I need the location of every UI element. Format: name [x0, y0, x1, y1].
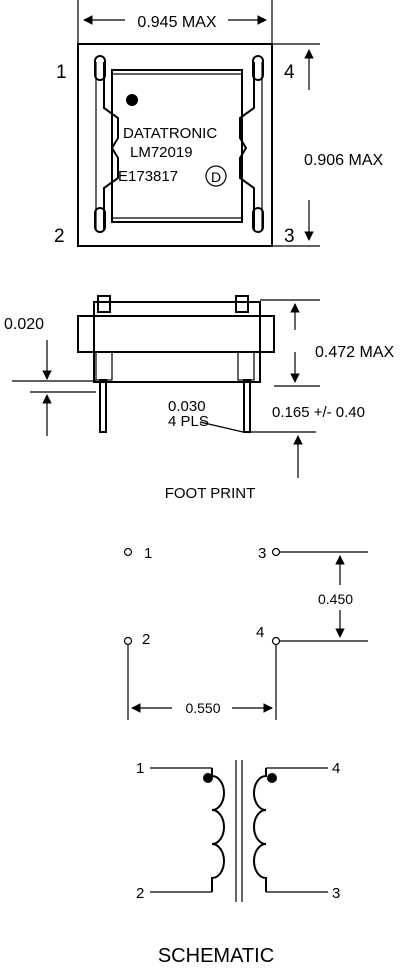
pin-count-label: 4 PLS	[168, 413, 209, 430]
footprint-view: FOOT PRINT 1 3 2 4 0.450 0.550	[123, 485, 368, 720]
secondary-winding	[253, 768, 267, 892]
footprint-hole-1	[123, 547, 133, 557]
secondary-dot	[267, 773, 277, 783]
schematic-pin-4-label: 4	[332, 760, 340, 777]
pin-diameter-label: 0.030	[168, 398, 206, 415]
part-number-marking: LM72019	[130, 144, 193, 161]
pin-tab-4	[252, 55, 264, 81]
pin-tab-2	[94, 207, 106, 233]
top-view-outline	[77, 43, 273, 247]
pin-tab-3	[252, 207, 264, 233]
side-view: 0.020 0.472 MAX 0.030 4 PLS 0.165 +/- 0.…	[4, 295, 394, 478]
polarity-dot	[126, 94, 138, 106]
side-pin-left	[99, 379, 107, 433]
date-code-marking: D	[211, 169, 221, 185]
left-clip	[103, 62, 119, 230]
pin-length-label: 0.165 +/- 0.40	[272, 404, 365, 421]
side-core	[93, 301, 261, 383]
date-code-circle	[205, 165, 227, 187]
footprint-pin-1-label: 1	[144, 545, 152, 562]
base-thickness-label: 0.020	[4, 316, 44, 333]
right-clip	[239, 62, 255, 230]
side-base	[77, 315, 275, 353]
footprint-hole-2	[123, 636, 133, 646]
top-pin-3-label: 3	[284, 226, 295, 247]
footprint-pin-2-label: 2	[142, 631, 150, 648]
footprint-pin-4-label: 4	[256, 624, 264, 641]
footprint-hole-4	[271, 636, 281, 646]
pin-tab-1	[94, 55, 106, 81]
primary-winding	[211, 768, 225, 892]
primary-dot	[203, 773, 213, 783]
file-number-marking: E173817	[118, 168, 178, 185]
schematic-pin-2-label: 2	[136, 885, 144, 902]
side-pin-right	[243, 379, 251, 433]
schematic-title: SCHEMATIC	[158, 945, 274, 967]
footprint-pin-3-label: 3	[258, 545, 266, 562]
brand-marking: DATATRONIC	[123, 125, 217, 142]
width-label: 0.945 MAX	[137, 14, 216, 31]
horizontal-spacing-label: 0.550	[185, 700, 220, 716]
height-label: 0.906 MAX	[304, 152, 383, 169]
vertical-spacing-label: 0.450	[318, 591, 353, 607]
height-side-label: 0.472 MAX	[315, 344, 394, 361]
core-outline	[111, 69, 243, 223]
top-pin-2-label: 2	[54, 226, 65, 247]
schematic-pin-3-label: 3	[332, 885, 340, 902]
schematic-view: 1 2 4 3 SCHEMATIC	[136, 760, 340, 967]
top-view: 0.945 MAX 0.906 MAX DATATRONIC LM72019 E…	[54, 0, 383, 247]
footprint-hole-3	[271, 547, 281, 557]
top-pin-4-label: 4	[284, 62, 295, 83]
schematic-pin-1-label: 1	[136, 760, 144, 777]
footprint-title: FOOT PRINT	[165, 485, 256, 502]
top-pin-1-label: 1	[56, 62, 67, 83]
